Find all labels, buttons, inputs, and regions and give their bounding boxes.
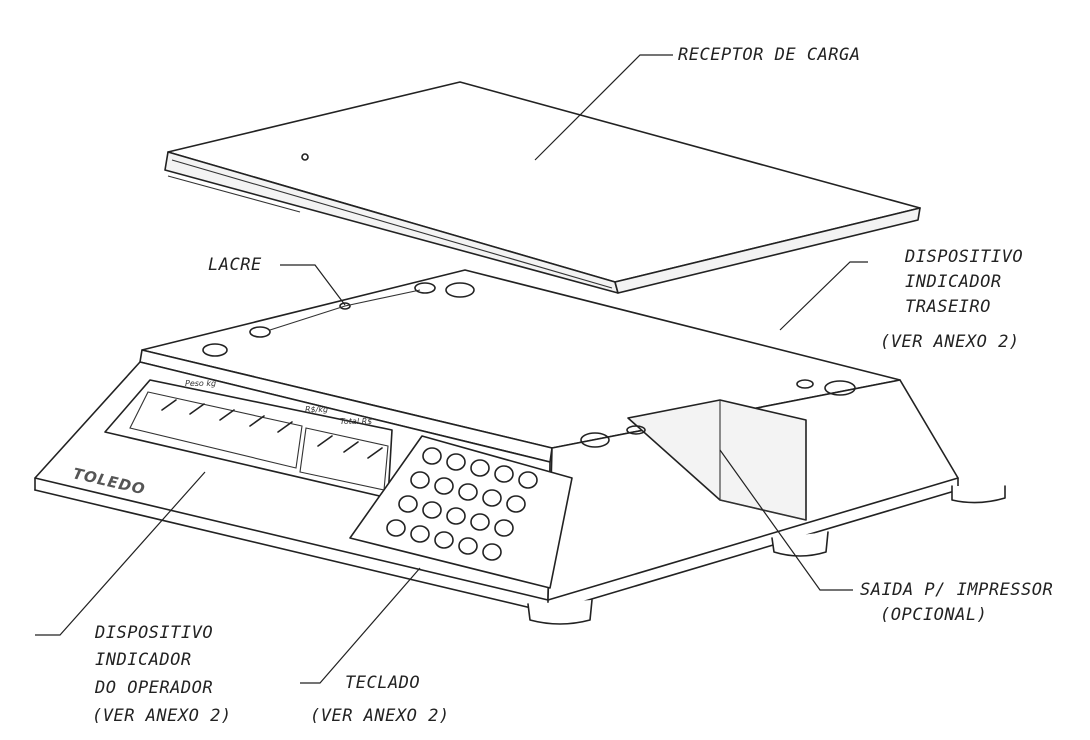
price-label: R$/kg — [305, 405, 328, 414]
label-operador-line3: DO OPERADOR — [94, 678, 213, 698]
total-label: Total R$ — [340, 417, 372, 426]
callout-labels: RECEPTOR DE CARGA LACRE DISPOSITIVO INDI… — [92, 45, 1053, 726]
keypad-key — [494, 465, 514, 483]
keypad-key — [386, 519, 406, 537]
keypad-key — [422, 501, 442, 519]
keypad-key — [398, 495, 418, 513]
keypad-key — [446, 453, 466, 471]
label-operador-line1: DISPOSITIVO — [94, 623, 213, 643]
keypad — [349, 435, 573, 589]
leader-lines — [35, 54, 868, 684]
label-lacre: LACRE — [208, 255, 262, 275]
keypad-key — [470, 459, 490, 477]
keypad-key — [470, 513, 490, 531]
keypad-key — [482, 543, 502, 561]
keypad-key — [410, 471, 430, 489]
keypad-key — [434, 477, 454, 495]
label-teclado-line2: (VER ANEXO 2) — [310, 706, 450, 726]
keypad-key — [410, 525, 430, 543]
label-operador-line4: (VER ANEXO 2) — [92, 706, 232, 726]
keypad-key — [458, 537, 478, 555]
keypad-key — [422, 447, 442, 465]
label-traseiro-line1: DISPOSITIVO — [904, 247, 1023, 267]
label-saida-line2: (OPCIONAL) — [880, 605, 987, 625]
keypad-key — [446, 507, 466, 525]
load-receptor-plate — [164, 81, 921, 294]
peso-label: Peso kg — [185, 379, 216, 388]
label-receptor-de-carga: RECEPTOR DE CARGA — [678, 45, 861, 65]
label-traseiro-line2: INDICADOR — [905, 272, 1002, 292]
keypad-key — [494, 519, 514, 537]
keypad-key — [518, 471, 538, 489]
label-traseiro-line4: (VER ANEXO 2) — [880, 332, 1020, 352]
keypad-key — [506, 495, 526, 513]
label-operador-line2: INDICADOR — [95, 650, 192, 670]
keypad-key — [482, 489, 502, 507]
keypad-key — [434, 531, 454, 549]
label-traseiro-line3: TRASEIRO — [905, 297, 991, 317]
label-saida-line1: SAIDA P/ IMPRESSOR — [860, 580, 1053, 600]
keypad-key — [458, 483, 478, 501]
label-teclado-line1: TECLADO — [345, 673, 420, 693]
